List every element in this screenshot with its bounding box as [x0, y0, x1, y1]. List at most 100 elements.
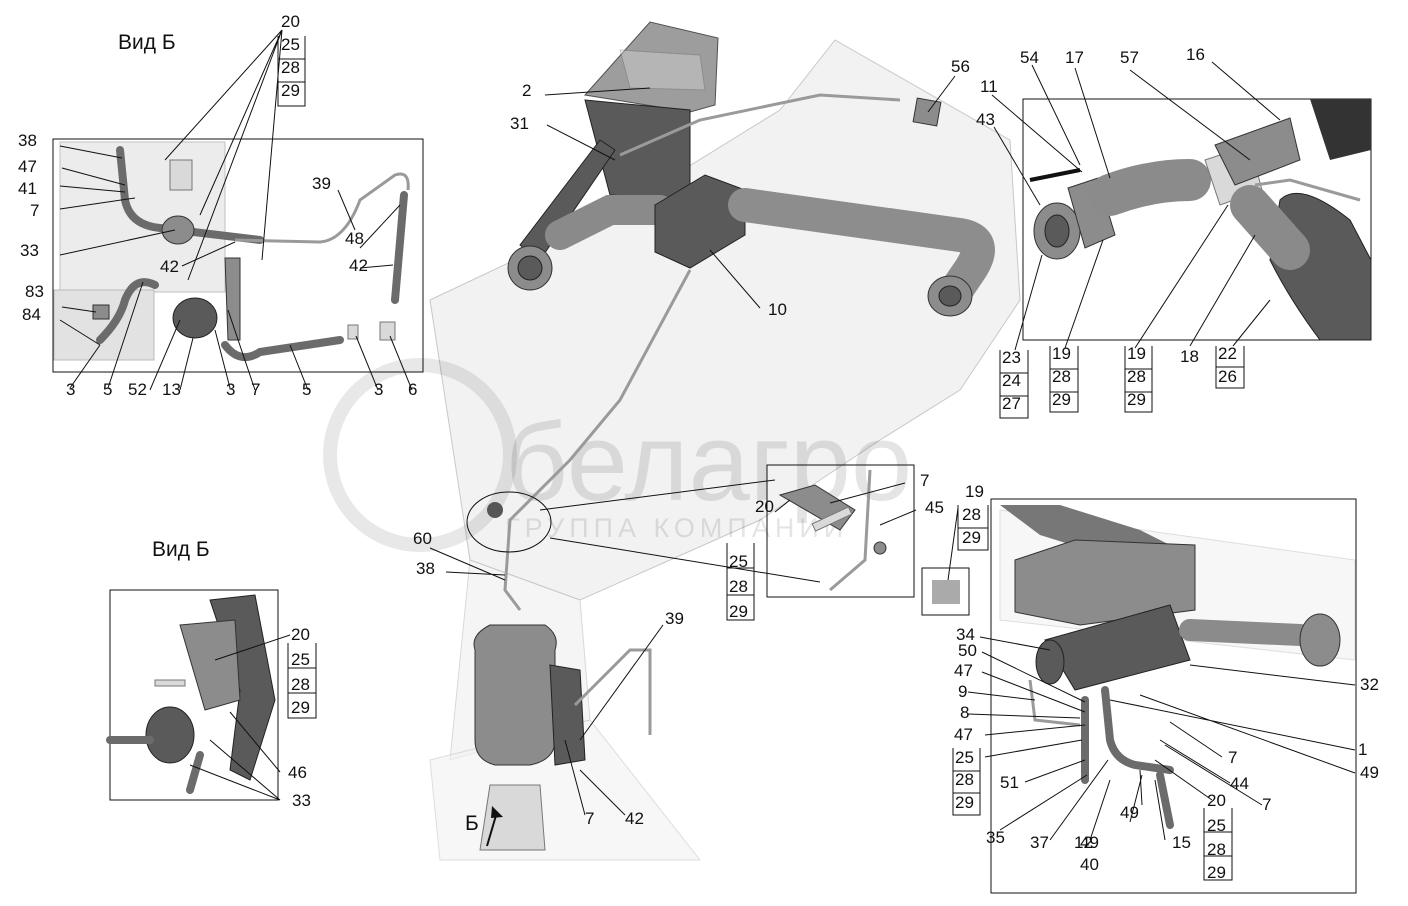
callout-tr-8: 27	[1002, 394, 1021, 413]
callout-br-8: 29	[955, 793, 974, 812]
callout-vb1-5: 47	[18, 157, 37, 176]
callout-br-12: 7	[1228, 748, 1237, 767]
callout-br-23: 49	[1080, 833, 1099, 852]
callout-br-20: 35	[986, 828, 1005, 847]
middle-inset	[766, 464, 970, 616]
bottom-right-inset	[990, 498, 1357, 894]
callout-vb1-0: 20	[281, 12, 300, 31]
callout-main-0: 2	[522, 81, 531, 100]
callout-main-6: 39	[665, 609, 684, 628]
callout-vb1-3: 29	[281, 81, 300, 100]
callout-mid-1: 45	[925, 498, 944, 517]
callout-main-4: 60	[413, 529, 432, 548]
watermark-subtitle: ГРУППА КОМПАНИЙ	[505, 512, 848, 543]
callout-br-21: 37	[1030, 833, 1049, 852]
callout-br-11: 49	[1360, 763, 1379, 782]
callout-br-26: 15	[1172, 833, 1191, 852]
main-heater-assembly	[466, 21, 995, 851]
callout-br-5: 47	[954, 725, 973, 744]
callout-br-9: 32	[1360, 675, 1379, 694]
callout-vb2-1: 25	[291, 650, 310, 669]
callout-tr-4: 11	[980, 77, 998, 96]
callout-vb1-13: 83	[25, 282, 44, 301]
callout-tr-9: 19	[1052, 344, 1071, 363]
callout-vb1-15: 3	[66, 380, 75, 399]
callout-tr-11: 29	[1052, 390, 1071, 409]
callout-vb1-8: 33	[20, 241, 39, 260]
callout-br-4: 8	[960, 703, 969, 722]
callout-vb1-22: 3	[374, 380, 383, 399]
callout-main-1: 31	[510, 114, 529, 133]
callout-vb1-6: 41	[18, 179, 37, 198]
callout-tr-16: 22	[1218, 344, 1237, 363]
callout-vb1-14: 84	[22, 305, 41, 324]
callout-vb1-2: 28	[281, 58, 300, 77]
callout-main-2: 10	[768, 300, 787, 319]
callout-vb1-18: 13	[162, 380, 181, 399]
callout-tr-7: 24	[1002, 371, 1021, 390]
callout-main-3: 56	[951, 57, 970, 76]
callout-vb1-12: 42	[349, 256, 368, 275]
callout-main-7: 7	[585, 809, 594, 828]
callout-br-16: 25	[1207, 816, 1226, 835]
callout-br-7: 28	[955, 770, 974, 789]
callout-br-18: 29	[1207, 863, 1226, 882]
callout-tr-6: 23	[1002, 348, 1021, 367]
callout-vb1-16: 5	[103, 380, 112, 399]
callout-br-22: 12	[1074, 833, 1093, 852]
callout-vb2-0: 20	[291, 625, 310, 644]
callout-vb2-5: 33	[292, 791, 311, 810]
callout-tr-12: 19	[1127, 344, 1146, 363]
callout-vb1-7: 7	[30, 201, 39, 220]
callout-br-6: 25	[955, 748, 974, 767]
callout-vb1-21: 5	[302, 380, 311, 399]
callout-br-1: 50	[958, 641, 977, 660]
callout-mid-0: 7	[920, 471, 929, 490]
callout-mid-3: 25	[729, 552, 748, 571]
callout-br-25: 49	[1120, 803, 1139, 822]
callout-vb1-20: 7	[251, 380, 260, 399]
view-b-bottom-inset	[106, 589, 279, 801]
callout-vb1-10: 39	[312, 174, 331, 193]
reference-boxes	[277, 36, 1245, 881]
callout-br-17: 28	[1207, 840, 1226, 859]
callout-mid-5: 29	[729, 602, 748, 621]
callout-tr-14: 29	[1127, 390, 1146, 409]
callout-vb1-4: 38	[18, 131, 37, 150]
callout-vb1-1: 25	[281, 35, 300, 54]
callout-tr-15: 18	[1180, 347, 1199, 366]
callout-tr-17: 26	[1218, 367, 1237, 386]
callout-br-0: 34	[956, 625, 975, 644]
callout-tr-0: 54	[1020, 48, 1039, 67]
callout-br-24: 40	[1080, 855, 1099, 874]
callout-tr-13: 28	[1127, 367, 1146, 386]
view-b-top-inset	[52, 138, 424, 373]
callout-tr-10: 28	[1052, 367, 1071, 386]
callout-vb1-11: 48	[345, 229, 364, 248]
callout-vb2-4: 46	[288, 763, 307, 782]
arrow-b-label: Б	[465, 812, 479, 835]
callout-vb1-17: 52	[128, 380, 147, 399]
top-right-inset	[1022, 98, 1372, 341]
callout-mid-8: 29	[962, 528, 981, 547]
callout-vb1-9: 42	[160, 257, 179, 276]
callout-br-13: 44	[1230, 774, 1249, 793]
callout-vb1-19: 3	[226, 380, 235, 399]
callout-vb2-3: 29	[291, 698, 310, 717]
callout-br-19: 51	[1000, 773, 1019, 792]
callout-mid-4: 28	[729, 577, 748, 596]
callout-main-8: 42	[625, 809, 644, 828]
callout-mid-6: 19	[965, 482, 984, 501]
callout-tr-5: 43	[976, 110, 995, 129]
callout-br-10: 1	[1358, 740, 1367, 759]
callout-tr-2: 57	[1120, 48, 1139, 67]
callout-vb1-23: 6	[408, 380, 417, 399]
callout-br-15: 20	[1207, 791, 1226, 810]
callout-vb2-2: 28	[291, 675, 310, 694]
callout-tr-1: 17	[1065, 48, 1084, 67]
callout-tr-3: 16	[1186, 45, 1205, 64]
callout-mid-7: 28	[962, 505, 981, 524]
view-b-top-title: Вид Б	[118, 31, 176, 54]
